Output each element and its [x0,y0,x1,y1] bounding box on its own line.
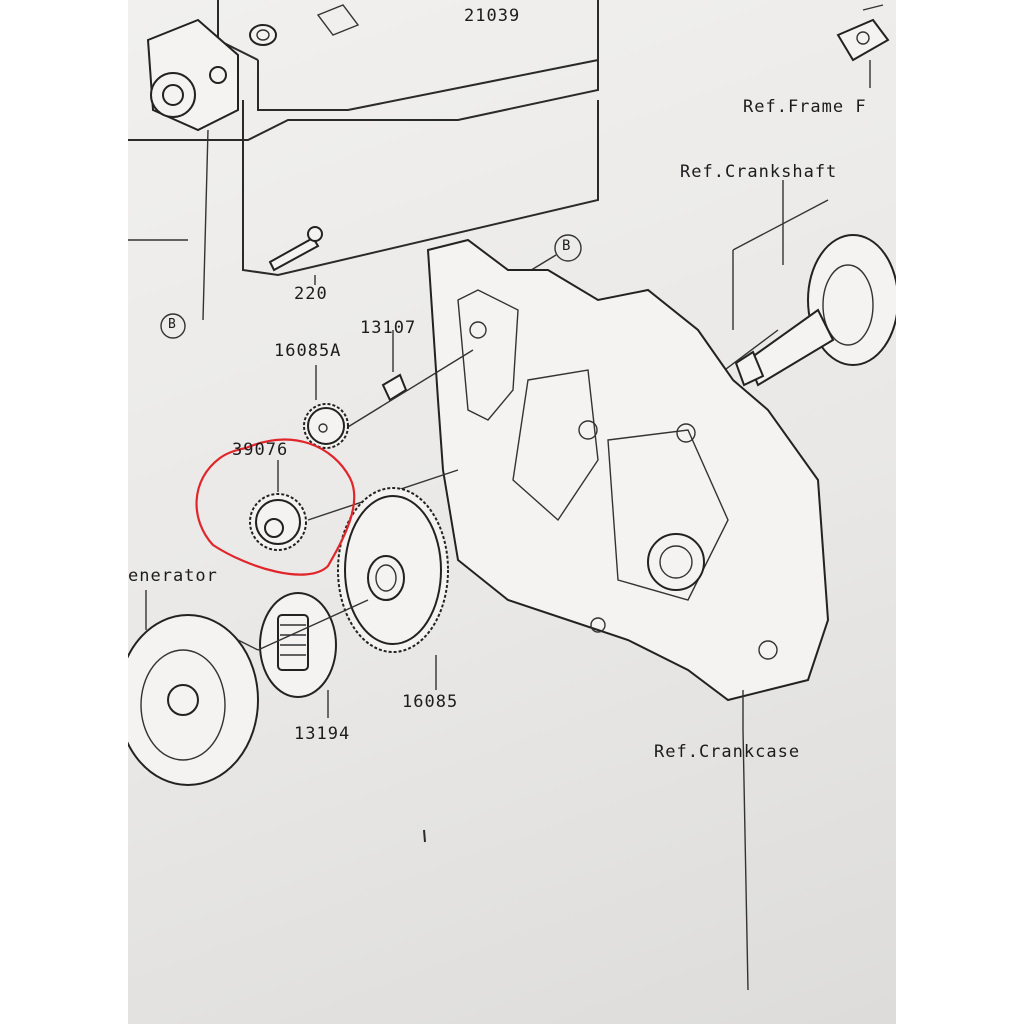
ref-crankshaft-label: Ref.Crankshaft [680,162,838,182]
frame-bracket-icon [836,4,890,88]
crankcase-icon [426,238,830,991]
generator-rotor-icon [128,590,259,786]
part-number-39076: 39076 [232,440,289,460]
highlight-circle [195,438,356,576]
part-number-13107: 13107 [360,318,417,338]
ref-frame-label: Ref.Frame F [743,97,867,117]
clutch-13194-icon [259,592,337,718]
parts-diagram-page: 21039 Ref.Frame F Ref.Crankshaft B B 220… [128,0,896,1024]
leader-b-left [202,129,209,321]
ref-crankcase-label: Ref.Crankcase [654,742,801,762]
dowel-pin-13107-icon [381,330,408,402]
part-number-13194: 13194 [294,724,351,744]
callout-b-top: B [562,238,571,254]
callout-b-top-circle [554,234,582,262]
crankshaft-icon [732,180,896,387]
exploded-view-drawing [128,0,896,991]
gear-39076-icon [249,460,307,551]
part-number-16085a: 16085A [274,341,342,361]
bolt-220-icon [268,226,323,285]
callout-b-left: B [168,317,176,332]
stray-mark [423,829,426,843]
part-number-16085: 16085 [402,692,459,712]
generator-label: enerator [128,566,218,586]
axis-line-clutch [257,599,369,651]
bracket-part-icon [146,18,239,132]
callout-b-left-circle [160,313,186,339]
part-number-220: 220 [294,284,328,304]
seal-part-icon [249,4,360,46]
axis-line-pin [342,349,474,431]
gear-16085-icon [337,487,449,690]
part-number-21039: 21039 [464,6,521,26]
gear-16085a-icon [303,365,349,449]
